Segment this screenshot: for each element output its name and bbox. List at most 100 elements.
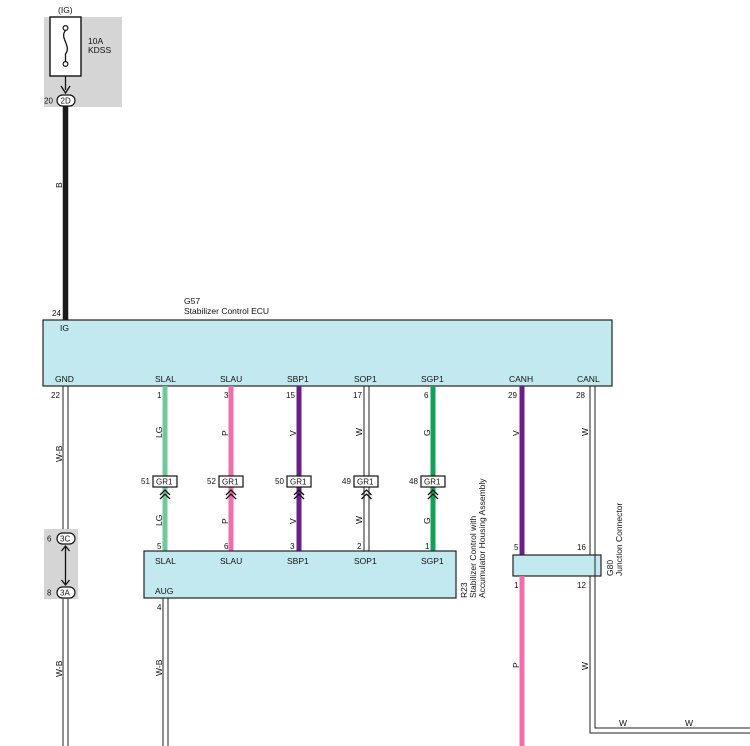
accumulator-name-line1: Stabilizer Control with	[468, 516, 478, 598]
ecu-code: G57	[184, 296, 200, 306]
inline-connector-chevron-icon	[293, 489, 305, 500]
accumulator-r23: SLAL SLAU SBP1 SOP1 SGP1 AUG R23 Stabili…	[143, 478, 487, 599]
g80-pin-bottom-left: 1	[514, 581, 519, 590]
fuse-terminal-bottom	[62, 60, 69, 67]
ecu-pin-gnd-number: 22	[51, 391, 60, 400]
inline-connector-51: 51 GR1	[141, 475, 178, 500]
fuse-element-icon	[63, 30, 68, 62]
ecu-pin-slal-number: 1	[157, 391, 162, 400]
fuse-arrow-icon	[60, 85, 71, 95]
ecu-pin-canl-number: 28	[576, 391, 585, 400]
inline-connector-51-code: GR1	[156, 478, 173, 487]
connector-3c-code: 3C	[60, 535, 70, 544]
connector-3a	[56, 586, 76, 599]
inline-connector-48-pin: 48	[409, 477, 418, 486]
wire-canl-lower	[589, 576, 750, 734]
r23-pin-sbp1-number: 3	[290, 542, 295, 551]
wire-slal-lower-color: LG	[154, 515, 164, 526]
inline-connector-chevron-icon	[361, 489, 372, 500]
r23-aug-pin: 4	[157, 603, 162, 612]
r23-pin-sgp1-label: SGP1	[421, 556, 444, 566]
accumulator-box	[143, 550, 457, 599]
wire-sbp1-lower-color: V	[288, 518, 298, 524]
ecu-ig-pin: 24	[52, 309, 61, 318]
wire-canl-upper	[589, 386, 596, 555]
wire-slal-upper-color: LG	[154, 427, 164, 438]
wire-aug	[162, 598, 169, 746]
wire-sgp1-upper-color: G	[422, 429, 432, 436]
r23-pin-slau-number: 6	[224, 542, 229, 551]
ecu-pin-slau-label: SLAU	[220, 374, 242, 384]
r23-aug-label: AUG	[155, 586, 173, 596]
accumulator-code: R23	[459, 582, 469, 598]
wire-canl-lower-color: W	[580, 662, 590, 670]
junction-code: G80	[605, 560, 615, 576]
wire-gnd	[62, 386, 69, 746]
wire-gnd-color: W-B	[54, 445, 64, 462]
ecu-pin-sop1-number: 17	[353, 391, 362, 400]
ecu-g57: G57 Stabilizer Control ECU IG GND SLAL S…	[42, 296, 613, 387]
connector-2d-pin: 20	[44, 97, 53, 106]
inline-connector-48-code: GR1	[424, 478, 441, 487]
ecu-pin-sop1-label: SOP1	[354, 374, 377, 384]
g80-pin-top-right: 16	[577, 543, 586, 552]
wire-bottom-2-color: W	[685, 718, 693, 728]
inline-connector-48: 48 GR1	[409, 475, 446, 500]
junction-arrow-down-icon	[60, 579, 71, 587]
r23-pin-sop1-label: SOP1	[354, 556, 377, 566]
connector-3a-pin: 8	[47, 589, 52, 598]
connector-3c-pin: 6	[47, 535, 52, 544]
fuse-block: (IG) 10A KDSS 2D 20	[44, 5, 122, 107]
ecu-pin-canl-label: CANL	[577, 374, 600, 384]
wire-sbp1-upper-color: V	[288, 430, 298, 436]
wire-gnd-lower-color: W-B	[54, 660, 64, 677]
ecu-pin-sbp1-label: SBP1	[287, 374, 309, 384]
r23-pin-slau-label: SLAU	[220, 556, 242, 566]
power-source-label: (IG)	[58, 5, 73, 15]
wire-canl-upper-color: W	[580, 428, 590, 436]
r23-pin-slal-number: 5	[157, 542, 162, 551]
inline-connector-52-pin: 52	[207, 477, 216, 486]
junction-box	[512, 554, 602, 577]
inline-connector-50-code: GR1	[290, 478, 307, 487]
ecu-box	[42, 319, 613, 387]
junction-g80: 5 16 1 12 G80 Junction Connector	[512, 503, 624, 590]
inline-connector-49-pin: 49	[342, 477, 351, 486]
ecu-pin-slau-number: 3	[224, 391, 229, 400]
inline-connector-chevron-icon	[225, 489, 237, 500]
wire-bottom-1-color: W	[619, 718, 627, 728]
wire-canh-upper-color: V	[511, 430, 521, 436]
wire-slau-upper-color: P	[220, 430, 230, 436]
inline-connector-52-code: GR1	[222, 478, 239, 487]
fuse-name: KDSS	[88, 45, 111, 55]
r23-pin-sop1-number: 2	[357, 542, 362, 551]
inline-connector-50: 50 GR1	[275, 475, 312, 500]
junction-arrow-up-icon	[60, 544, 71, 552]
connector-2d-code: 2D	[61, 97, 71, 106]
ecu-pin-sbp1-number: 15	[286, 391, 295, 400]
ecu-name: Stabilizer Control ECU	[184, 306, 269, 316]
ecu-pin-gnd-label: GND	[55, 374, 74, 384]
wire-b-color: B	[54, 182, 64, 188]
wire-canh-lower-color: P	[511, 662, 521, 668]
fuse-terminal-top	[62, 25, 69, 32]
inline-connector-50-pin: 50	[275, 477, 284, 486]
wire-sgp1-lower-color: G	[422, 517, 432, 524]
ecu-pin-slal-label: SLAL	[155, 374, 176, 384]
inline-connector-49-code: GR1	[357, 478, 374, 487]
ecu-pin-canh-number: 29	[508, 391, 517, 400]
wire-slau-lower-color: P	[220, 518, 230, 524]
fuse-amperage: 10A	[88, 36, 103, 46]
r23-pin-slal-label: SLAL	[155, 556, 176, 566]
wire-sop1-upper-color: W	[354, 428, 364, 436]
inline-connector-51-pin: 51	[141, 477, 150, 486]
ecu-pin-sgp1-number: 6	[424, 391, 429, 400]
wire-aug-color: W-B	[154, 659, 164, 676]
connector-3c	[56, 532, 76, 545]
ground-junction: 3C 6 3A 8	[44, 529, 78, 599]
inline-connector-52: 52 GR1	[207, 475, 244, 500]
connector-3a-code: 3A	[60, 589, 70, 598]
inline-connector-49: 49 GR1	[342, 475, 379, 500]
g80-pin-top-left: 5	[514, 543, 519, 552]
